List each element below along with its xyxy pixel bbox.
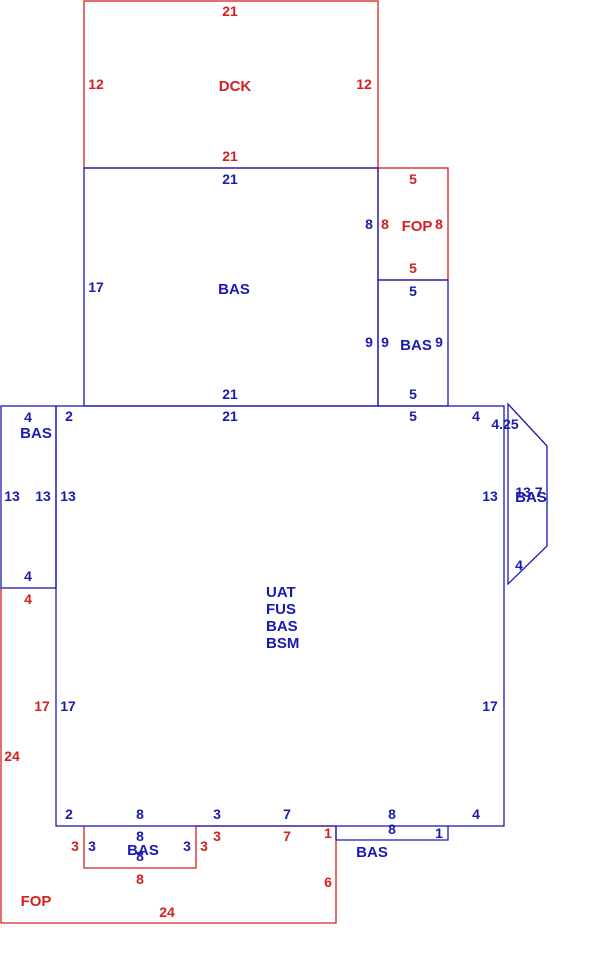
left-bas-dim-right: 13 [35, 488, 51, 504]
deck-dim-left: 12 [88, 76, 104, 92]
main-dim-top-right-5: 5 [409, 408, 417, 424]
lower-fop-dim-notch-3c: 3 [213, 828, 221, 844]
right-bay-label: BAS [515, 489, 547, 506]
main-dim-top-center: 21 [222, 408, 238, 424]
main-label-bas: BAS [266, 618, 298, 635]
main-dim-right-17: 17 [482, 698, 498, 714]
main-dim-bottom-2: 2 [65, 806, 73, 822]
lower-fop-outline [0, 588, 337, 924]
upper-bas-dim-bottom: 21 [222, 386, 238, 402]
deck-label: DCK [219, 78, 252, 95]
bottom-bay-outline [83, 826, 197, 869]
upper-bas-dim-top: 21 [222, 171, 238, 187]
upper-bas-label: BAS [218, 281, 250, 298]
small-bas-dim-left-inner: 9 [381, 334, 389, 350]
lower-fop-dim-notch-7: 7 [283, 828, 291, 844]
main-dim-bottom-4: 4 [472, 806, 480, 822]
lower-fop-dim-side-17: 17 [34, 698, 50, 714]
main-label-fus: FUS [266, 601, 296, 618]
upper-bas-dim-right: 8 [365, 216, 373, 232]
lower-fop-dim-top-left: 4 [24, 591, 32, 607]
main-dim-top-right-4: 4 [472, 408, 480, 424]
left-bas-dim-bottom: 4 [24, 568, 32, 584]
right-bay-dim-bottom: 4 [515, 557, 523, 573]
small-bas-dim-bottom: 5 [409, 386, 417, 402]
left-bas-dim-top: 4 [24, 409, 32, 425]
bottom-step-dim-right: 1 [435, 825, 443, 841]
bottom-bay-dim-left: 3 [88, 838, 96, 854]
left-bas-dim-left: 13 [4, 488, 20, 504]
right-bay-dim-top: 4.25 [491, 416, 518, 432]
small-bas-label: BAS [400, 337, 432, 354]
bottom-step-outline [335, 826, 449, 841]
upper-fop-dim-bottom: 5 [409, 260, 417, 276]
lower-fop-dim-notch-3a: 3 [71, 838, 79, 854]
main-dim-top-left: 2 [65, 408, 73, 424]
left-bas-label: BAS [20, 425, 52, 442]
bottom-bay-dim-top: 8 [136, 828, 144, 844]
lower-fop-dim-notch-8: 8 [136, 871, 144, 887]
deck-dim-top: 21 [222, 3, 238, 19]
bottom-bay-dim-right: 3 [183, 838, 191, 854]
lower-fop-dim-right: 6 [324, 874, 332, 890]
lower-fop-dim-left: 24 [4, 748, 20, 764]
main-dim-bottom-8b: 8 [388, 806, 396, 822]
main-label-bsm: BSM [266, 635, 299, 652]
main-dim-bottom-8: 8 [136, 806, 144, 822]
right-bay-dim-middle: 13.7 [515, 484, 542, 500]
lower-fop-label: FOP [21, 893, 52, 910]
lower-fop-dim-bottom: 24 [159, 904, 175, 920]
small-bas-dim-right: 9 [435, 334, 443, 350]
right-bay-outline [507, 402, 548, 586]
upper-fop-label: FOP [402, 218, 433, 235]
upper-fop-dim-right: 8 [435, 216, 443, 232]
small-bas-dim-top: 5 [409, 283, 417, 299]
main-outline [55, 405, 505, 827]
bottom-step-dim-top: 8 [388, 821, 396, 837]
main-dim-bottom-7: 7 [283, 806, 291, 822]
main-dim-left-17: 17 [60, 698, 76, 714]
main-dim-left-13: 13 [60, 488, 76, 504]
deck-dim-bottom: 21 [222, 148, 238, 164]
small-bas-dim-left-outer: 9 [365, 334, 373, 350]
bottom-bay-label: BAS [127, 842, 159, 859]
main-label-uat: UAT [266, 584, 296, 601]
bottom-step-label: BAS [356, 844, 388, 861]
upper-fop-dim-left: 8 [381, 216, 389, 232]
bottom-bay-dim-bottom: 8 [136, 848, 144, 864]
main-dim-right-13: 13 [482, 488, 498, 504]
upper-bas-dim-left: 17 [88, 279, 104, 295]
upper-fop-dim-top: 5 [409, 171, 417, 187]
lower-fop-dim-notch-3b: 3 [200, 838, 208, 854]
main-dim-bottom-3: 3 [213, 806, 221, 822]
lower-fop-dim-notch-1: 1 [324, 825, 332, 841]
deck-dim-right: 12 [356, 76, 372, 92]
